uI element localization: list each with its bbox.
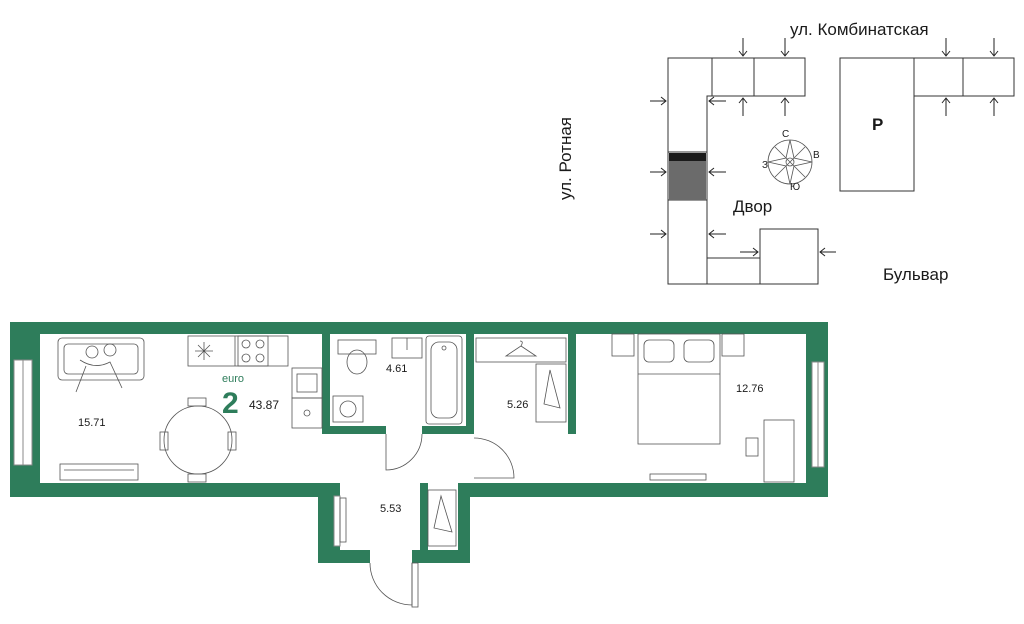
tv-stand xyxy=(59,463,139,481)
toilet-icon xyxy=(337,339,377,375)
courtyard-label: Двор xyxy=(733,197,772,216)
washing-machine-icon xyxy=(332,395,364,423)
wall-bottom-left xyxy=(10,483,330,497)
desk xyxy=(649,419,795,483)
hall-closet xyxy=(427,489,457,547)
wall-bath-left xyxy=(322,334,330,434)
wall-hall-bottom-right xyxy=(412,550,470,563)
site-plan: ул. Комбинатская ул. Ротная P Двор Бульв… xyxy=(556,20,1015,285)
wall-hall-bottom-left xyxy=(318,550,370,563)
boulevard-label: Бульвар xyxy=(883,265,948,284)
wall-bottom-right xyxy=(460,483,828,497)
building-bottom-wing xyxy=(707,228,819,285)
sink-icon xyxy=(291,367,323,429)
stove-icon xyxy=(237,335,269,367)
bed-icon xyxy=(611,333,745,445)
wardrobe-area: 5.26 xyxy=(507,399,528,411)
apartment-rooms: 2 xyxy=(222,387,239,420)
compass-south: Ю xyxy=(790,182,800,193)
sofa-icon xyxy=(57,337,145,393)
doors xyxy=(369,433,515,608)
apartment-badge: euro 2 43.87 xyxy=(222,373,279,420)
compass-west: З xyxy=(762,160,768,171)
radiator xyxy=(339,497,347,543)
hanger-icon xyxy=(475,337,567,423)
wall-closet xyxy=(420,483,428,553)
apartment-type: euro xyxy=(222,373,244,385)
building-right xyxy=(839,57,1015,192)
washbasin xyxy=(391,337,423,359)
wall-bath-bottom-left xyxy=(322,426,386,434)
street-top-label: ул. Комбинатская xyxy=(790,20,929,39)
hall-area: 5.53 xyxy=(380,503,401,515)
compass-east: В xyxy=(813,150,820,161)
compass-north: С xyxy=(782,129,789,140)
wall-top xyxy=(10,322,828,334)
building-main xyxy=(667,57,806,285)
window-hall xyxy=(333,495,341,547)
street-left-label: ул. Ротная xyxy=(556,117,575,200)
wall-hall-right xyxy=(458,483,470,563)
wall-bath-right xyxy=(466,334,474,434)
entrance-arrows xyxy=(650,38,999,257)
snowflake-icon xyxy=(195,342,213,360)
bathtub-icon xyxy=(425,335,463,425)
compass-icon: С В Ю З xyxy=(762,129,820,193)
living-area: 15.71 xyxy=(78,417,106,429)
wall-bath-bottom-right xyxy=(422,426,466,434)
table-icon xyxy=(159,397,237,483)
bedroom-area: 12.76 xyxy=(736,383,764,395)
parking-label: P xyxy=(872,115,883,134)
apartment-plan: 15.71 euro 2 43.87 4.61 xyxy=(10,322,828,608)
apartment-total-area: 43.87 xyxy=(249,398,279,412)
wall-wardrobe-right xyxy=(568,334,576,434)
bathroom-area: 4.61 xyxy=(386,363,407,375)
